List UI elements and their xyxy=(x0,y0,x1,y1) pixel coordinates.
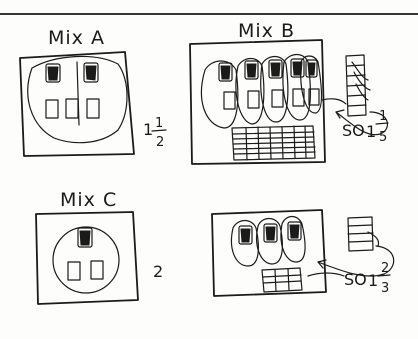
mix-c-white-cup xyxy=(68,262,80,280)
mix-a-ratio-num: 1 xyxy=(155,116,163,131)
mix-b-dark-cup xyxy=(269,60,282,78)
mix-b-white-cup xyxy=(272,90,283,107)
mix-c-ratio: 2 xyxy=(153,262,163,281)
mix-a-dark-cup xyxy=(46,64,60,82)
mix-d-so: SO xyxy=(344,270,367,289)
mix-b-label: Mix B xyxy=(238,20,295,42)
mix-b-dark-cup xyxy=(245,61,258,79)
mix-a-white-cup xyxy=(66,99,78,118)
mix-d-ratio: SO 1 2 3 xyxy=(344,261,390,296)
mix-a-ratio: 1 1 2 xyxy=(143,116,166,150)
mix-b-ratio-whole: 1 xyxy=(366,122,376,141)
mix-a-white-cup xyxy=(87,99,99,118)
mix-b-ratio: SO 1 1 5 xyxy=(342,109,388,145)
mix-c-label: Mix C xyxy=(60,189,117,211)
mix-b-ratio-num: 1 xyxy=(379,109,387,124)
mix-d-ratio-num: 2 xyxy=(381,261,389,276)
mix-d-loop xyxy=(257,219,283,265)
mix-a-label: Mix A xyxy=(48,27,105,49)
mix-c-dark-cup xyxy=(78,228,92,247)
mix-b-dark-cup xyxy=(291,59,304,77)
mix-c-white-cup xyxy=(91,261,103,279)
mix-b-side-strip xyxy=(346,55,370,116)
mix-a-ratio-den: 2 xyxy=(156,135,164,150)
mix-d-loop xyxy=(231,221,258,267)
mix-d-ratio-den: 3 xyxy=(381,281,389,296)
mix-d-white-cups xyxy=(262,268,302,292)
mix-b-dark-cup xyxy=(219,63,232,81)
mix-a-panel: Mix A 1 1 2 xyxy=(20,27,166,156)
mix-d-panel: SO 1 2 3 xyxy=(212,210,394,296)
mix-d-dark-cup xyxy=(288,222,301,240)
mix-b-grid xyxy=(232,126,315,160)
mix-b-white-cup xyxy=(248,91,259,108)
mix-b-white-cup xyxy=(224,92,235,109)
mix-d-ratio-whole: 1 xyxy=(368,271,378,290)
mix-b-ratio-den: 5 xyxy=(379,130,387,145)
mix-d-dark-cup xyxy=(239,226,252,244)
mix-a-white-cup xyxy=(46,100,58,118)
mix-c-box xyxy=(36,212,138,304)
mix-a-ratio-whole: 1 xyxy=(143,120,153,139)
mix-c-panel: Mix C 2 xyxy=(36,189,163,304)
mix-b-so: SO xyxy=(342,121,365,140)
mix-d-dark-cup xyxy=(264,224,277,242)
mix-a-dark-cup xyxy=(84,63,98,82)
mix-d-side-strip xyxy=(348,217,379,251)
mix-b-panel: Mix B xyxy=(190,20,388,164)
mix-b-dark-cup xyxy=(306,60,317,77)
